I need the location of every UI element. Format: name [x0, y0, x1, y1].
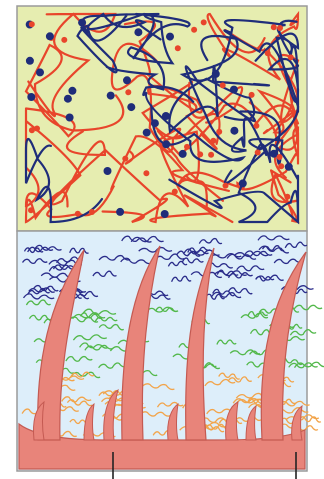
crosslink-dot	[28, 207, 34, 213]
crosslink-dot	[230, 127, 238, 135]
crosslink-dot	[239, 179, 247, 187]
crosslink-dot	[66, 114, 74, 122]
crosslink-dot	[230, 86, 238, 94]
crosslink-dot	[64, 95, 72, 103]
crosslink-dot	[216, 129, 222, 135]
crosslink-dot	[271, 24, 277, 30]
crosslink-dot	[61, 37, 67, 43]
crosslink-dot	[127, 103, 135, 111]
crosslink-dot	[27, 93, 35, 101]
crosslink-dot	[123, 76, 131, 84]
crosslink-dot	[161, 210, 169, 218]
crosslink-dot	[34, 126, 40, 132]
crosslink-dot	[151, 119, 159, 127]
network-panel	[17, 6, 307, 231]
crosslink-dot	[210, 138, 216, 144]
crosslink-dot	[166, 33, 174, 41]
crosslink-dot	[125, 89, 131, 95]
crosslink-dot	[212, 70, 220, 78]
crosslink-dot	[288, 54, 294, 60]
crosslink-dot	[143, 170, 149, 176]
crosslink-dot	[285, 163, 293, 171]
crosslink-dot	[78, 19, 86, 27]
crosslink-dot	[191, 27, 197, 33]
crosslink-dot	[162, 140, 170, 148]
crosslink-dot	[175, 45, 181, 51]
crosslink-dot	[201, 19, 207, 25]
crosslink-dot	[46, 32, 54, 40]
crosslink-dot	[277, 154, 283, 160]
crosslink-dot	[104, 167, 112, 175]
crosslink-dot	[223, 183, 229, 189]
crosslink-dot	[277, 25, 283, 31]
crosslink-dot	[179, 150, 187, 158]
crosslink-dot	[122, 156, 128, 162]
crosslink-dot	[89, 209, 95, 215]
crosslink-dot	[26, 57, 34, 65]
crosslink-dot	[172, 189, 178, 195]
crosslink-dot	[68, 87, 76, 95]
crosslink-dot	[36, 68, 44, 76]
crosslink-dot	[278, 163, 284, 169]
brush-panel	[17, 231, 324, 479]
crosslink-dot	[253, 123, 259, 129]
crosslink-dot	[197, 151, 203, 157]
crosslink-dot	[107, 92, 115, 100]
crosslink-dot	[75, 211, 81, 217]
crosslink-dot	[162, 112, 170, 120]
crosslink-dot	[134, 28, 142, 36]
crosslink-dot	[29, 127, 35, 133]
crosslink-dot	[208, 152, 214, 158]
crosslink-dot	[284, 194, 290, 200]
crosslink-dot	[143, 129, 151, 137]
crosslink-dot	[249, 92, 255, 98]
crosslink-dot	[220, 82, 226, 88]
crosslink-dot	[255, 150, 261, 156]
crosslink-dot	[265, 50, 271, 56]
crosslink-dot	[184, 144, 190, 150]
crosslink-dot	[116, 208, 124, 216]
crosslink-dot	[29, 21, 35, 27]
